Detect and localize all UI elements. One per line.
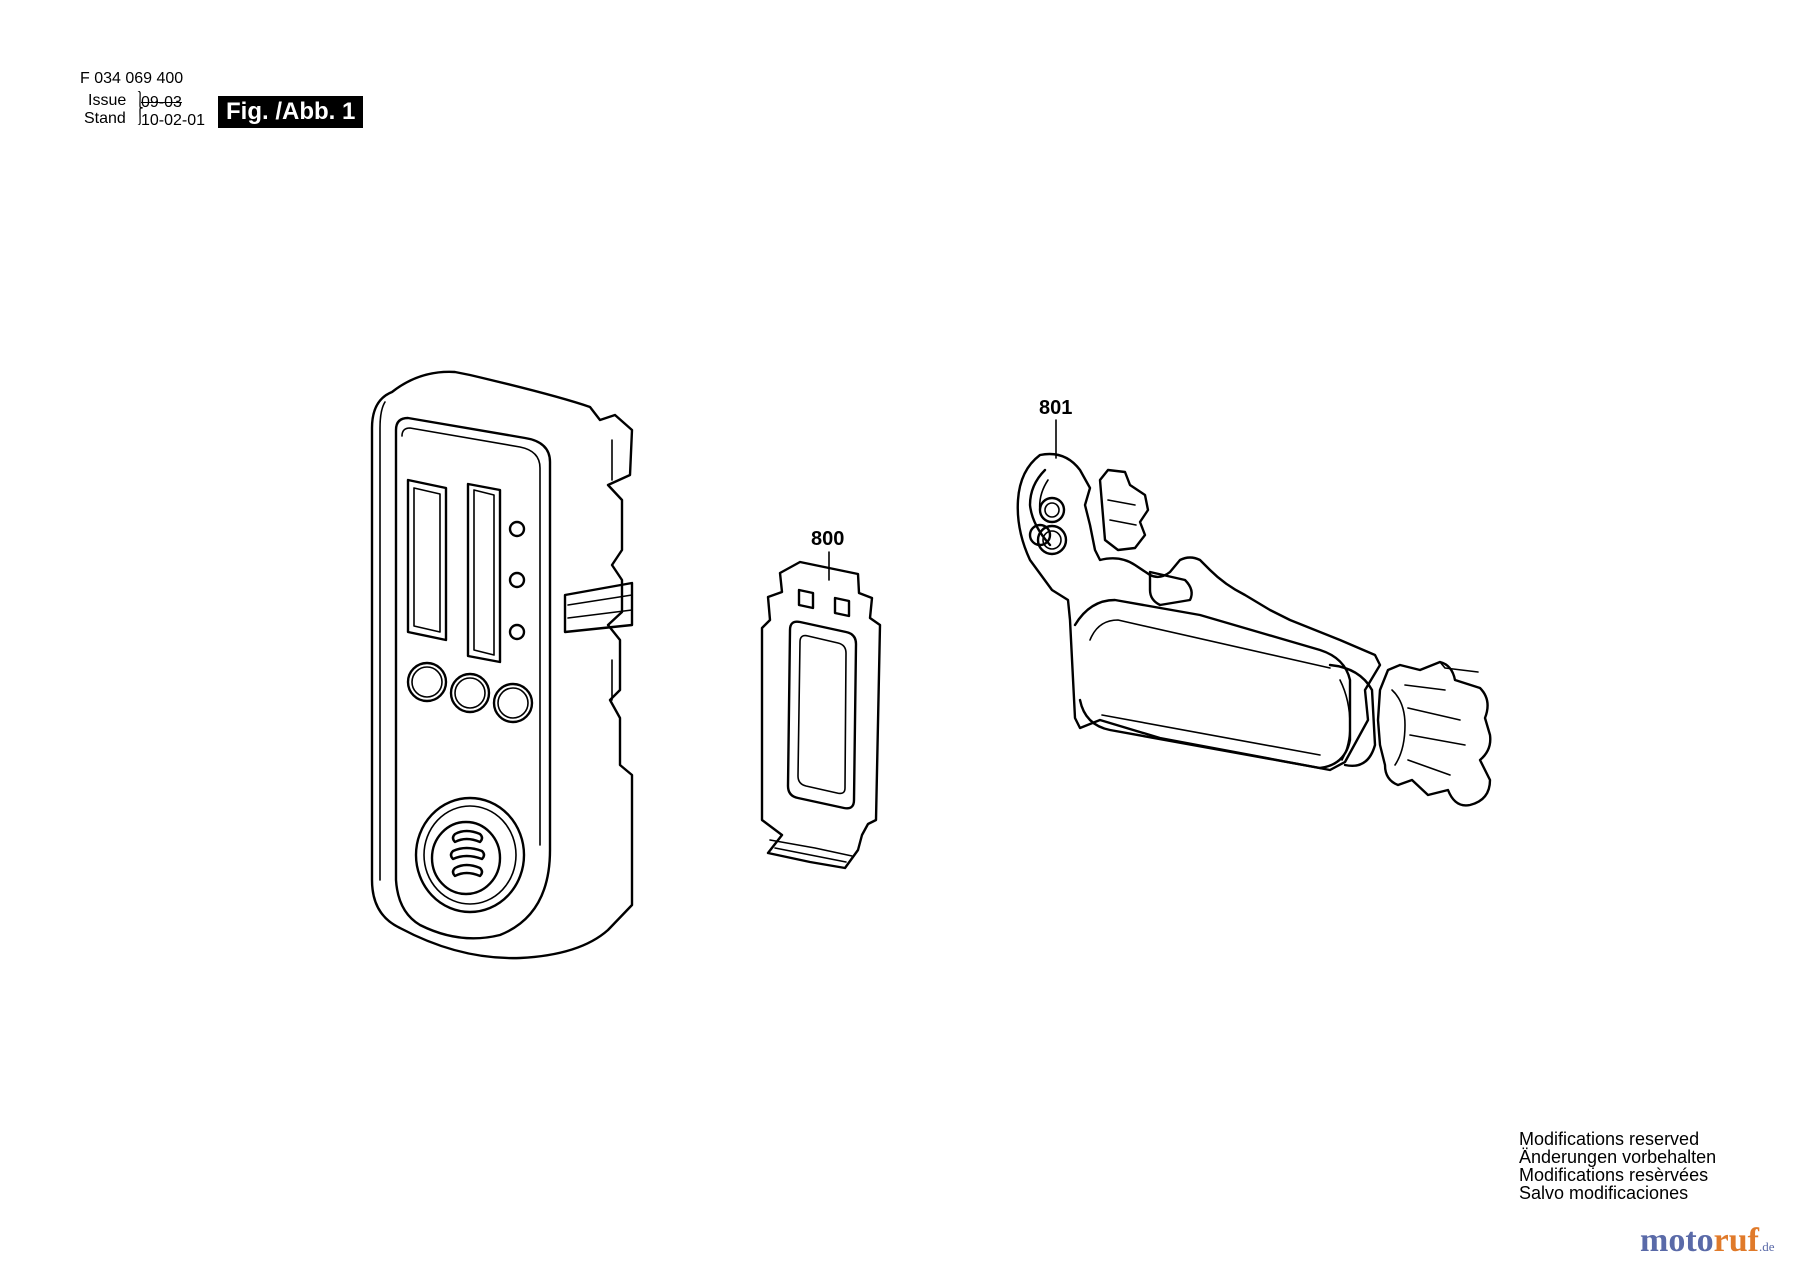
- issue-date: 10-02-01: [141, 112, 206, 129]
- brace-bottom-icon: ⎰: [131, 107, 149, 127]
- part-callout-801: 801: [1039, 397, 1073, 419]
- laser-receiver-icon: [372, 372, 632, 958]
- rod-clamp-icon: [1018, 420, 1491, 805]
- watermark-brand-b: ruf: [1713, 1222, 1759, 1259]
- watermark-tld: .de: [1758, 1239, 1775, 1254]
- stand-label: Stand: [84, 110, 126, 127]
- part-callout-800: 800: [811, 528, 845, 550]
- battery-cover-icon: [762, 552, 880, 868]
- brace-icon: ⎱: [131, 91, 149, 111]
- old-issue-date: 09-03: [141, 94, 182, 111]
- figure-label: Fig. /Abb. 1: [218, 96, 364, 128]
- note-german: Änderungen vorbehalten: [1519, 1147, 1717, 1167]
- note-spanish: Salvo modificaciones: [1519, 1183, 1689, 1203]
- watermark-brand-a: moto: [1640, 1222, 1714, 1259]
- note-english: Modifications reserved: [1519, 1129, 1700, 1149]
- part-number: F 034 069 400: [80, 70, 184, 87]
- issue-label: Issue: [88, 92, 127, 109]
- note-french: Modifications resèrvées: [1519, 1165, 1709, 1185]
- watermark-logo: motoruf.de: [1640, 1222, 1775, 1260]
